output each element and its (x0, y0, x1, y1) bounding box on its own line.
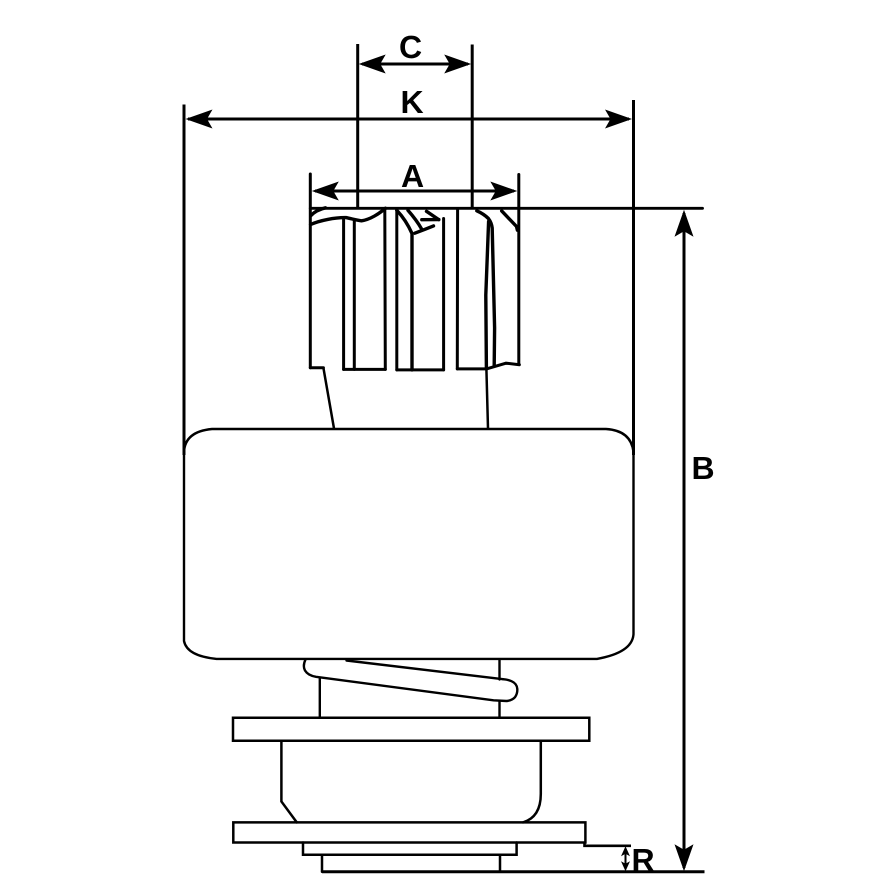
dimension-c: C (356, 29, 474, 209)
tooth-profile-stroke (395, 208, 414, 372)
dim-r-arrow-top (621, 846, 630, 857)
dim-b-arrow-top (674, 209, 694, 237)
dim-k-label: K (400, 84, 423, 120)
tooth-top-profiles (308, 206, 520, 372)
tooth-profile-stroke (308, 206, 388, 227)
tooth-profile-stroke (484, 219, 491, 371)
dimension-r: R (583, 842, 655, 878)
clutch-housing-outline (182, 427, 635, 661)
dimension-k: K (182, 84, 635, 455)
tooth-profile-stroke (475, 209, 497, 368)
dim-a-label: A (401, 158, 424, 194)
tooth-profile-stroke (413, 224, 436, 235)
spline-ridge-outline (302, 658, 519, 703)
tooth-profile-stroke (406, 208, 424, 231)
dim-a-arrow-right (490, 181, 518, 201)
dim-k-arrow-left (185, 109, 213, 129)
dim-c-arrow-right (444, 54, 472, 74)
lower-flange (232, 821, 587, 844)
spline-ridge-top (345, 659, 505, 681)
dim-r-arrow-bottom (621, 861, 630, 872)
dim-c-arrow-left (358, 54, 386, 74)
drum-left-edge (280, 739, 299, 824)
dim-b-label: B (691, 450, 714, 486)
dimension-a: A (311, 158, 518, 201)
tooth-profile-stroke (500, 209, 520, 232)
tooth-profile-stroke (309, 206, 328, 218)
helical-spline-shaft (302, 658, 519, 719)
dim-b-arrow-bottom (674, 844, 694, 872)
upper-flange (231, 716, 591, 743)
neck-right-edge (485, 367, 490, 430)
dim-c-label: C (399, 29, 422, 65)
lower-stack (231, 716, 591, 874)
dim-r-reference-line (583, 842, 631, 848)
gear-bottom-segment (484, 361, 521, 371)
gear-tooth-flank (383, 207, 387, 371)
dimension-b: B (322, 209, 715, 874)
neck (322, 366, 490, 430)
washer (301, 841, 518, 856)
dim-a-arrow-left (311, 181, 339, 201)
neck-left-edge (322, 366, 336, 430)
drum-right-edge (521, 739, 543, 824)
dim-r-label: R (631, 842, 654, 878)
pinion-gear (308, 172, 704, 372)
clutch-housing (182, 427, 635, 661)
dim-k-arrow-right (605, 109, 632, 129)
